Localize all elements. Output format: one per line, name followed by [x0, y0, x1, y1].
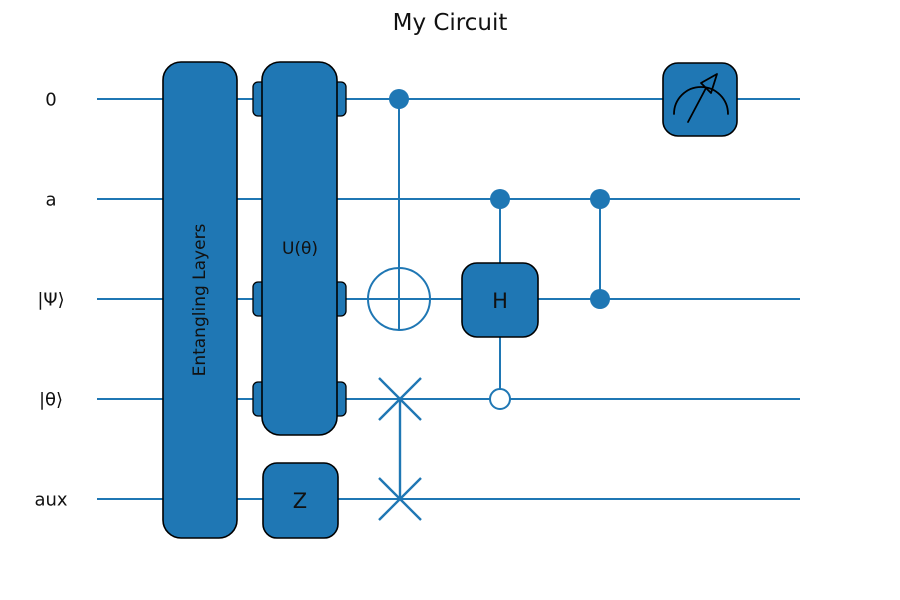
cnot-control-dot	[389, 89, 409, 109]
gate-cnot	[367, 89, 431, 331]
wire-label-a: a	[45, 190, 56, 211]
circuit-title: My Circuit	[393, 10, 508, 36]
cnot-target-icon	[367, 267, 431, 331]
h-label: H	[492, 289, 508, 313]
cz-control-dot-psi	[590, 289, 610, 309]
z-box	[262, 462, 339, 539]
entangling-layers-box	[162, 61, 238, 539]
measurement	[662, 62, 738, 137]
u-theta-label: U(θ)	[282, 239, 318, 259]
ch-control-dot	[490, 189, 510, 209]
gate-z: Z	[262, 462, 339, 539]
gate-u-theta: U(θ)	[252, 61, 347, 436]
wire-label-psi: |Ψ⟩	[37, 290, 64, 311]
measurement-gauge-icon	[673, 73, 729, 123]
wire-labels: 0 a |Ψ⟩ |θ⟩ aux	[34, 90, 67, 511]
gate-entangling-layers: Entangling Layers	[162, 61, 238, 539]
swap-cross-icon-aux	[378, 477, 422, 521]
gate-swap	[378, 377, 422, 521]
swap-cross-icon-theta	[378, 377, 422, 421]
gate-cz	[590, 189, 610, 309]
z-label: Z	[293, 489, 307, 513]
wire-label-aux: aux	[34, 490, 67, 511]
wire-label-theta: |θ⟩	[39, 390, 63, 411]
wire-label-0: 0	[45, 90, 56, 111]
h-box	[461, 262, 539, 338]
ch-open-control-icon	[489, 388, 511, 410]
cz-control-dot-a	[590, 189, 610, 209]
gate-controlled-h: H	[461, 189, 539, 410]
entangling-layers-label: Entangling Layers	[190, 223, 210, 376]
u-theta-box	[261, 61, 338, 436]
